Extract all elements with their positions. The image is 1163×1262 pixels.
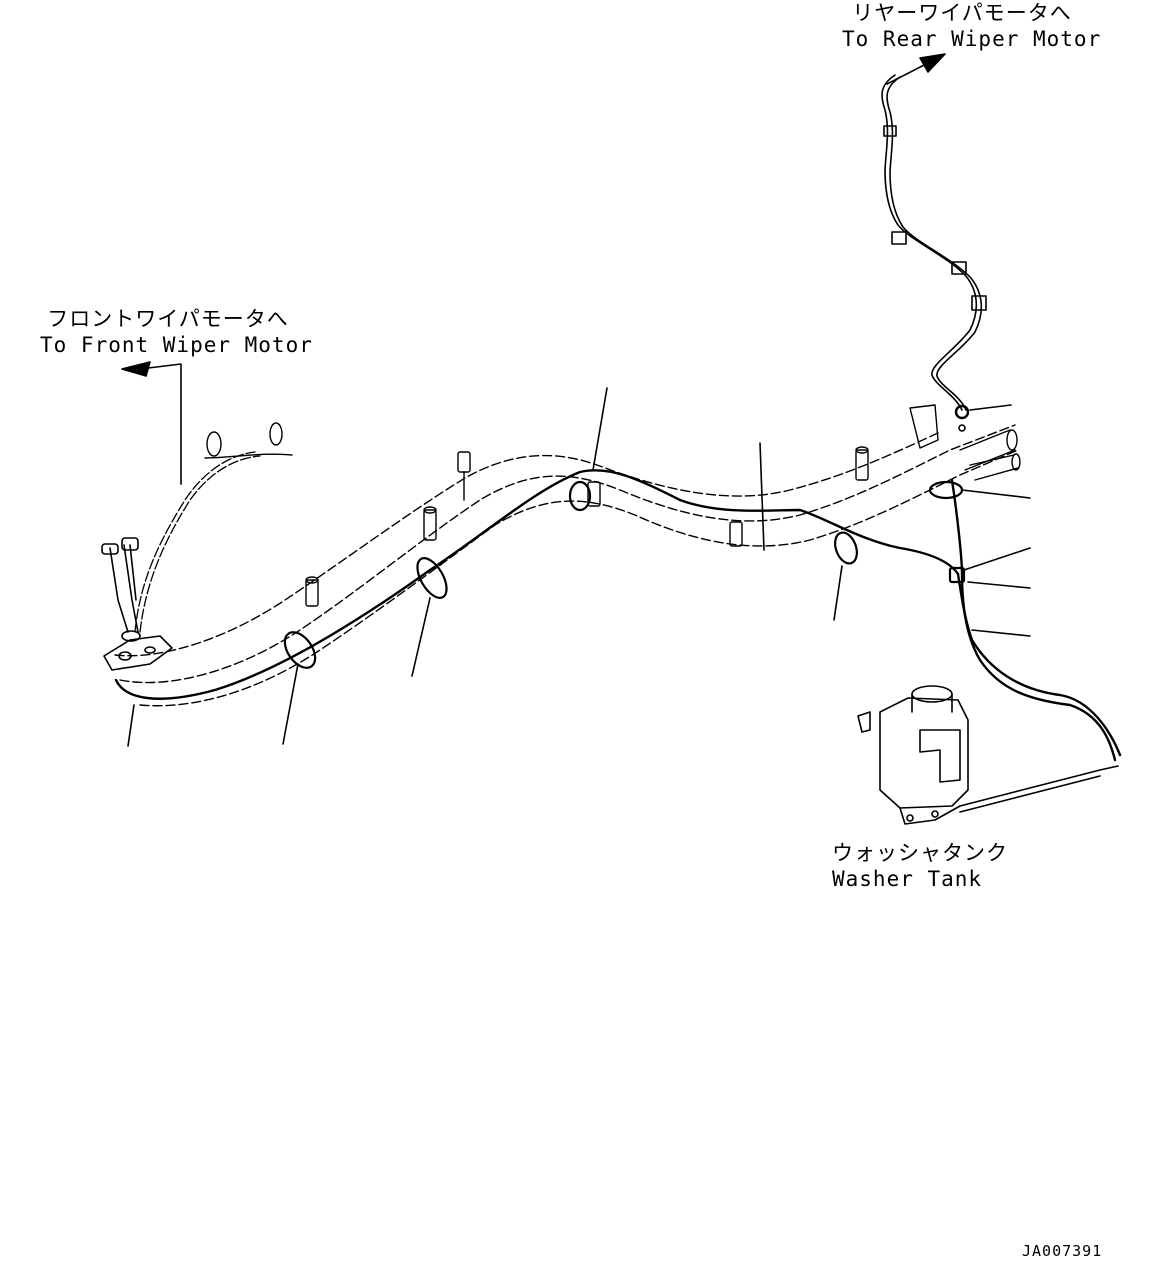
cab-frame-tube [114, 424, 1019, 707]
right-frame-end [959, 429, 1021, 481]
arrow-left-icon [121, 361, 151, 377]
rear-wiper-callout: リヤーワイパモータへ To Rear Wiper Motor [842, 0, 1102, 52]
washer-tank-label-jp: ウォッシャタンク [832, 841, 1008, 865]
front-wiper-label-jp: フロントワイパモータへ [47, 307, 289, 331]
front-mount-plate [101, 537, 173, 671]
leader-lines [127, 387, 1031, 747]
direction-arrows [121, 53, 946, 485]
front-wiper-hose [134, 451, 261, 633]
front-wiper-label-en: To Front Wiper Motor [40, 333, 313, 357]
washer-tank [857, 685, 1119, 825]
hose-clamps [283, 480, 966, 669]
rear-wiper-label-en: To Rear Wiper Motor [842, 27, 1102, 51]
front-wiper-nozzle-loops [204, 422, 293, 459]
washer-tank-label-en: Washer Tank [832, 867, 983, 891]
mounting-studs [305, 404, 939, 607]
washer-tank-callout: ウォッシャタンク Washer Tank [832, 840, 1008, 892]
front-wiper-callout: フロントワイパモータへ To Front Wiper Motor [40, 306, 313, 358]
washer-hose-main [114, 469, 1122, 762]
arrow-up-right-icon [919, 53, 946, 73]
rear-wiper-hose [881, 74, 987, 432]
document-id: JA007391 [1022, 1242, 1103, 1260]
rear-wiper-label-jp: リヤーワイパモータへ [852, 1, 1072, 25]
